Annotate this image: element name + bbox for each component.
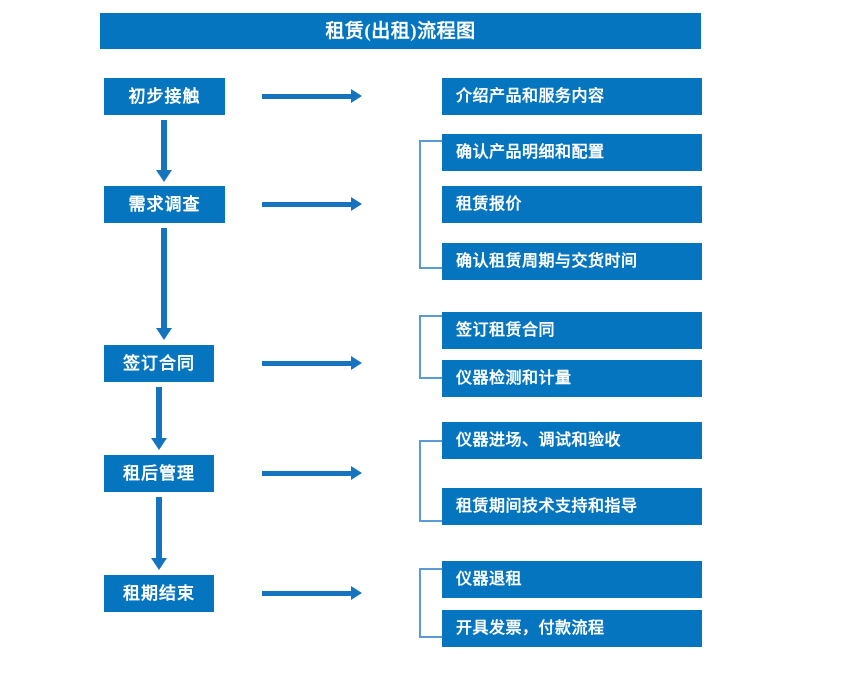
stage-box-5[interactable]: 租期结束 xyxy=(104,575,214,612)
detail-box-7[interactable]: 仪器进场、调试和验收 xyxy=(442,422,702,459)
bracket-connector-icon-3 xyxy=(419,440,442,522)
bracket-connector-icon-4 xyxy=(419,568,442,638)
down-arrow-icon-1 xyxy=(156,120,172,182)
stage-box-3[interactable]: 签订合同 xyxy=(104,345,214,382)
page-title: 租赁(出租)流程图 xyxy=(100,13,701,49)
bracket-connector-icon-2 xyxy=(419,315,442,379)
bracket-connector-icon-1 xyxy=(419,140,442,269)
detail-box-5[interactable]: 签订租赁合同 xyxy=(442,312,702,349)
right-arrow-icon-4 xyxy=(262,466,362,480)
detail-box-6[interactable]: 仪器检测和计量 xyxy=(442,360,702,397)
detail-box-8[interactable]: 租赁期间技术支持和指导 xyxy=(442,488,702,525)
down-arrow-icon-3 xyxy=(151,387,167,450)
down-arrow-icon-2 xyxy=(156,228,172,340)
detail-box-3[interactable]: 租赁报价 xyxy=(442,186,702,223)
stage-box-4[interactable]: 租后管理 xyxy=(104,455,214,492)
stage-box-2[interactable]: 需求调查 xyxy=(104,186,225,223)
detail-box-4[interactable]: 确认租赁周期与交货时间 xyxy=(442,243,702,280)
right-arrow-icon-1 xyxy=(262,89,362,103)
down-arrow-icon-4 xyxy=(151,497,167,570)
right-arrow-icon-5 xyxy=(262,586,362,600)
detail-box-1[interactable]: 介绍产品和服务内容 xyxy=(442,78,702,115)
detail-box-2[interactable]: 确认产品明细和配置 xyxy=(442,134,702,171)
right-arrow-icon-3 xyxy=(262,356,362,370)
right-arrow-icon-2 xyxy=(262,197,362,211)
detail-box-10[interactable]: 开具发票，付款流程 xyxy=(442,610,702,647)
detail-box-9[interactable]: 仪器退租 xyxy=(442,561,702,598)
stage-box-1[interactable]: 初步接触 xyxy=(104,78,225,115)
